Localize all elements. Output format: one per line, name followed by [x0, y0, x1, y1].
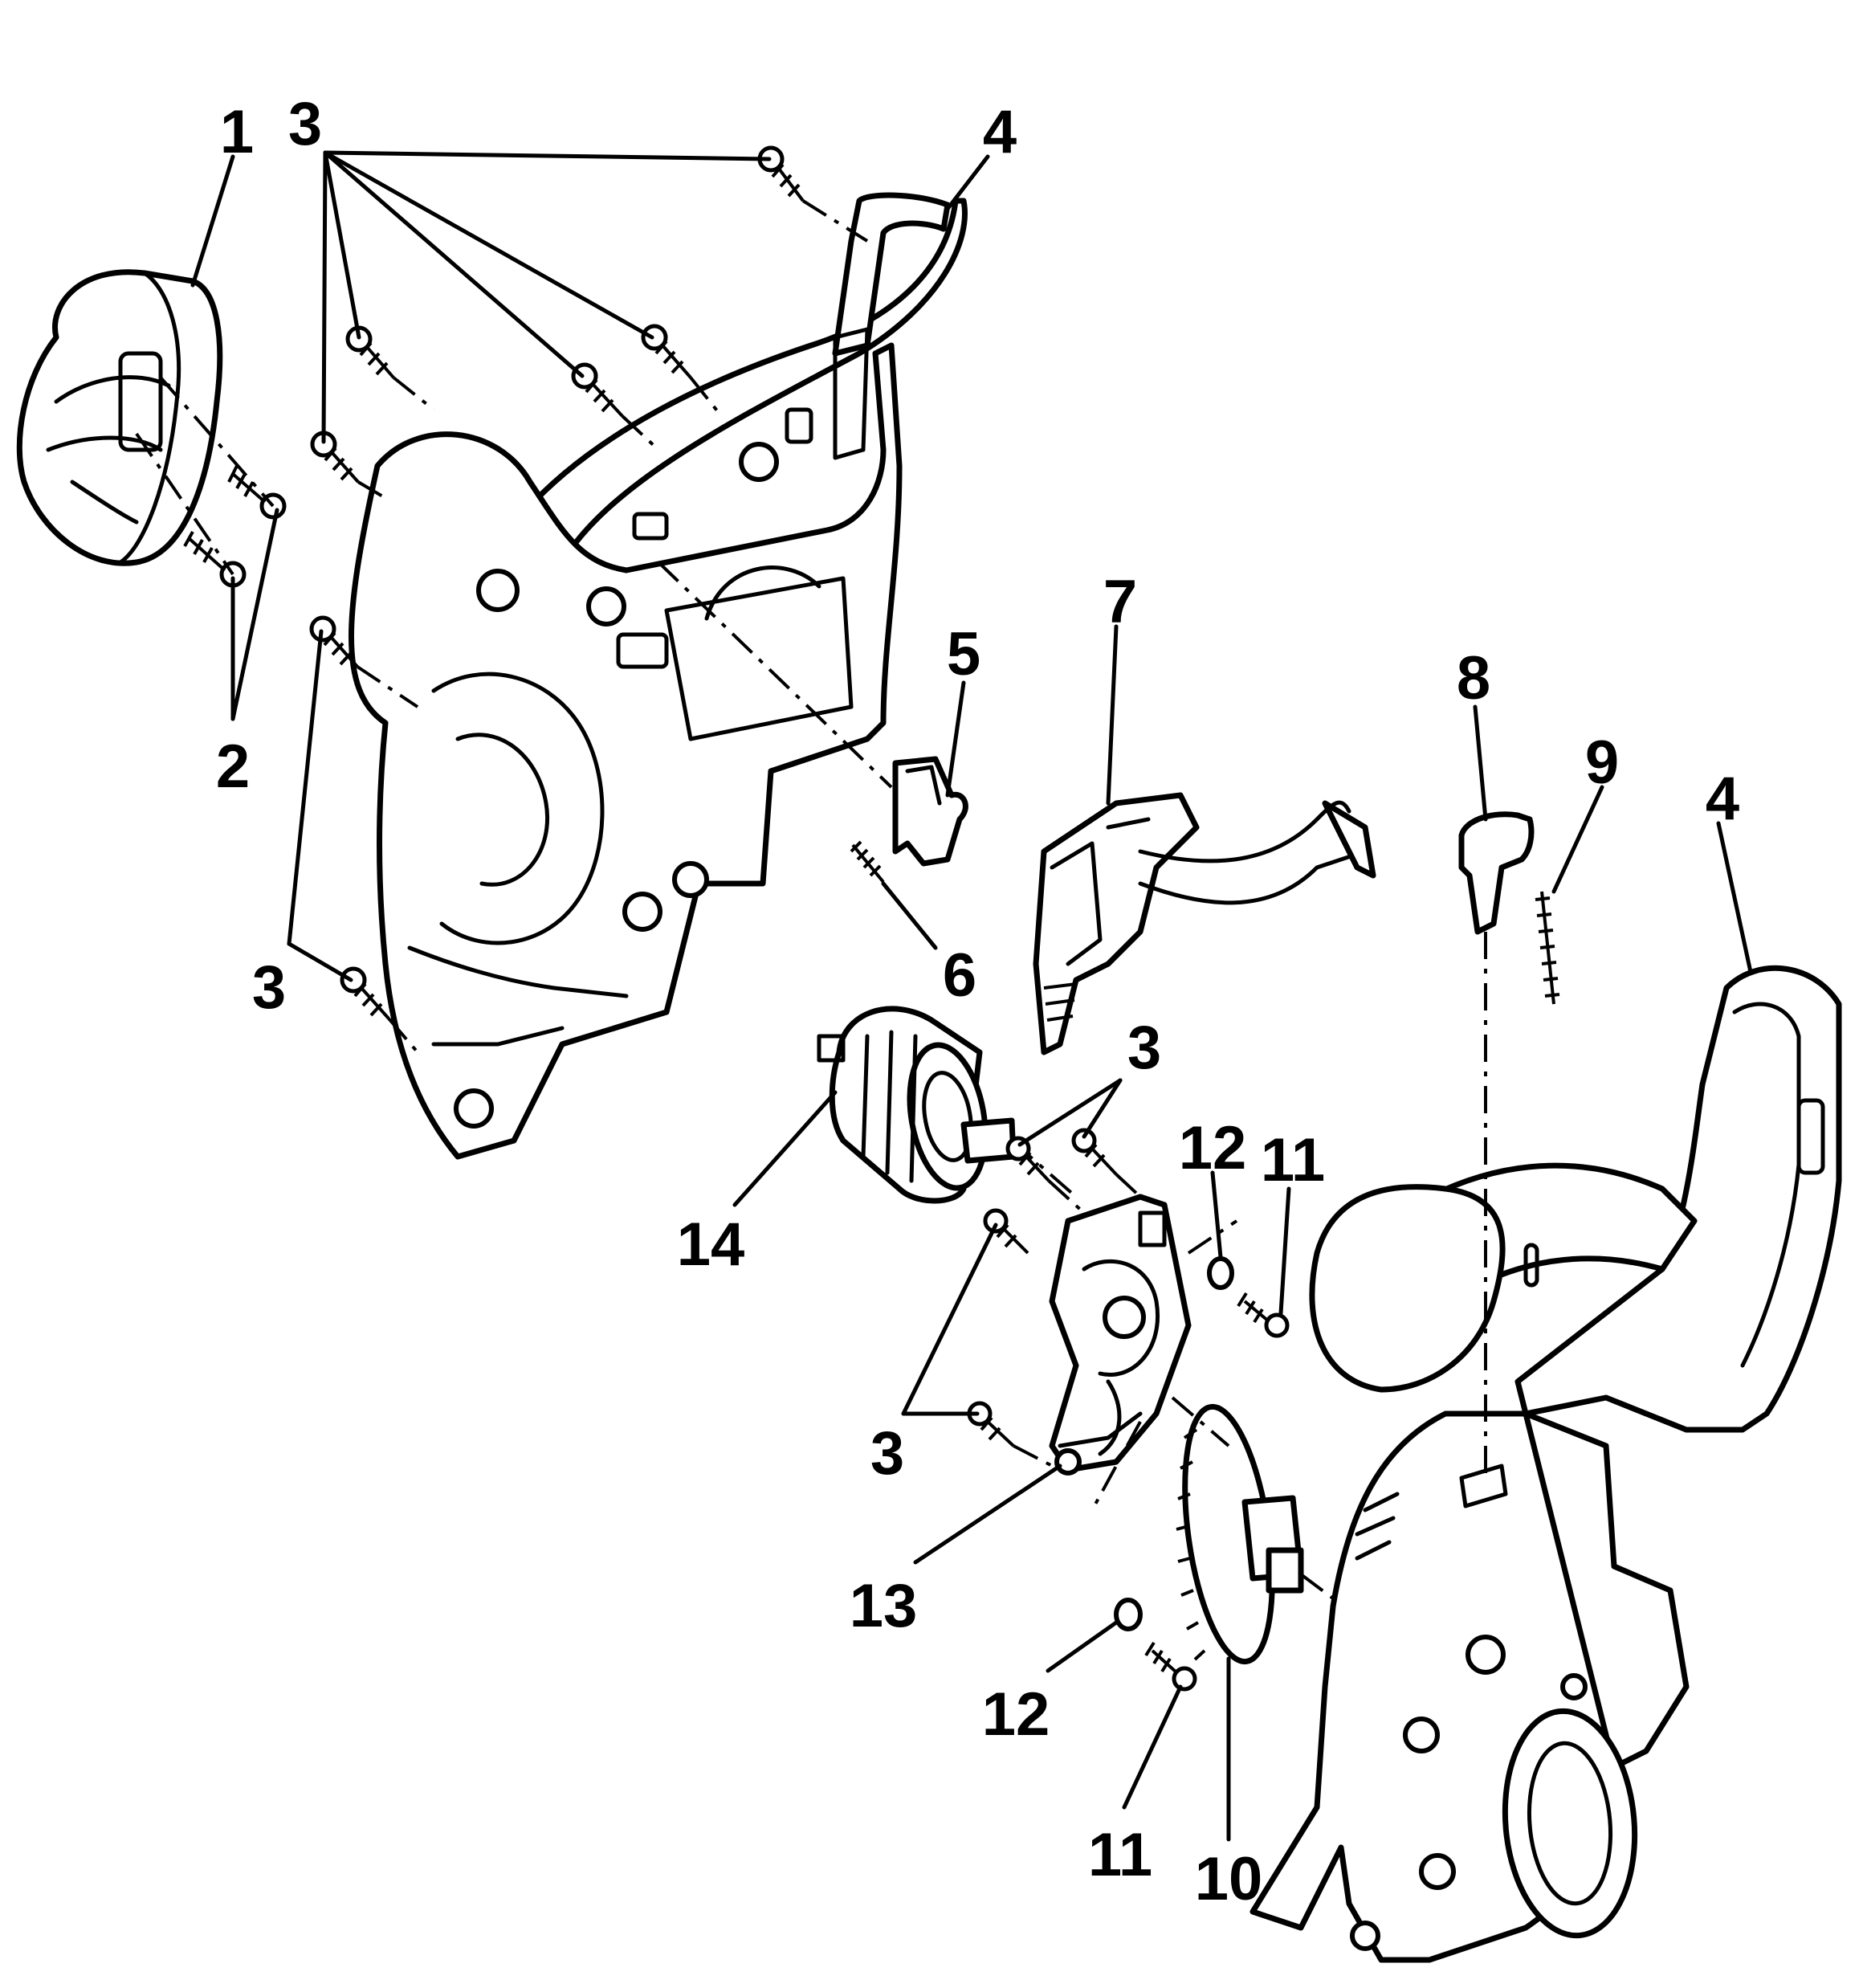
screw-3-j: [983, 1208, 1029, 1255]
label-3-lower-center: 3: [870, 1419, 904, 1488]
part-5-lock-button: [657, 561, 968, 867]
right-housing-half: [1249, 965, 1842, 1963]
screw-3-e: [310, 431, 360, 484]
part-number-labels: 1 2 3 3 3 3 4 4 5 6 7 8 9 10 11 11 12 12…: [216, 90, 1739, 1913]
label-13: 13: [850, 1572, 918, 1640]
label-10: 10: [1195, 1845, 1263, 1913]
screw-3-a: [757, 145, 805, 202]
label-3-top: 3: [288, 90, 322, 158]
label-2: 2: [216, 733, 250, 801]
part-11-screw-lower: [1144, 1641, 1197, 1692]
screw-3-d: [345, 325, 395, 379]
part-13-gear-housing: [1049, 1194, 1238, 1511]
screw-3-k: [967, 1401, 1015, 1447]
label-8: 8: [1457, 644, 1490, 712]
label-6: 6: [943, 941, 976, 1010]
part-14-motor: [817, 1006, 1078, 1204]
label-7: 7: [1103, 568, 1137, 636]
screw-3-b: [641, 324, 692, 379]
part-7-switch: [1033, 792, 1376, 1055]
label-5: 5: [947, 620, 980, 688]
label-11-lower: 11: [1088, 1821, 1152, 1889]
part-10-gear: [1171, 1396, 1335, 1665]
screw-3-h: [1005, 1136, 1050, 1182]
label-4-right: 4: [1706, 765, 1739, 833]
screw-3-g: [340, 966, 390, 1020]
label-14: 14: [677, 1210, 745, 1279]
screw-3-c: [571, 362, 624, 418]
part-6-spring: [850, 840, 885, 884]
label-12-upper: 12: [1179, 1114, 1247, 1182]
label-9: 9: [1585, 729, 1619, 797]
screws-3-housing: [309, 145, 869, 1054]
part-12-washer-upper: [1207, 1256, 1234, 1290]
label-4-top: 4: [983, 98, 1017, 166]
part-8-plunger: [1458, 811, 1535, 1478]
part-11-screw-upper: [1237, 1292, 1290, 1338]
label-1: 1: [220, 98, 254, 166]
screw-2b: [183, 531, 247, 588]
part-12-washer-lower: [1114, 1598, 1143, 1631]
screws-3-gearbox: [967, 1128, 1142, 1472]
part-9-spring: [1535, 891, 1560, 1005]
label-12-lower: 12: [982, 1680, 1050, 1749]
screw-3-f: [309, 615, 359, 668]
label-3-lower-left: 3: [252, 953, 286, 1022]
part-1-end-cap: [16, 269, 223, 566]
label-11-upper: 11: [1261, 1126, 1325, 1194]
leader-lines: [190, 150, 1753, 1842]
label-3-center: 3: [1127, 1014, 1161, 1082]
screw-3-i: [1071, 1128, 1118, 1176]
left-housing-half: [349, 192, 968, 1160]
part-2-screws: [135, 376, 287, 588]
